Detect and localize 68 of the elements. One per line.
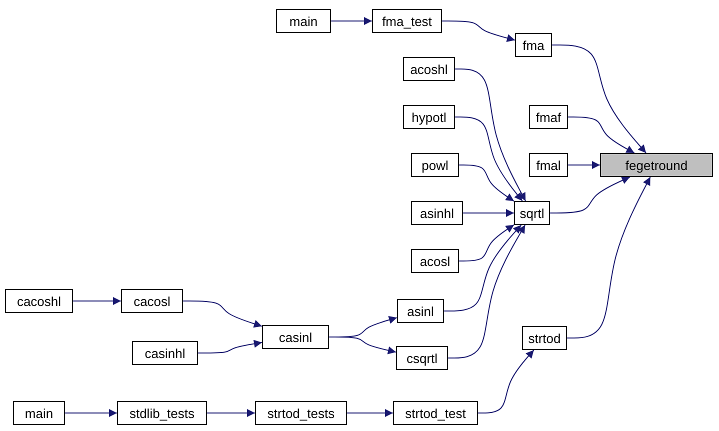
function-name: strtod_test bbox=[405, 406, 466, 420]
function-box bbox=[262, 325, 329, 349]
function-box bbox=[529, 105, 568, 129]
function-box bbox=[600, 153, 713, 177]
function-name: acosl bbox=[420, 254, 450, 268]
function-name: fmal bbox=[536, 158, 561, 172]
arrow bbox=[72, 297, 122, 305]
function-box bbox=[515, 33, 552, 57]
function-name: stdlib_tests bbox=[129, 406, 195, 420]
arrow bbox=[566, 176, 651, 338]
function-name: casinl bbox=[278, 330, 312, 344]
function-name: sqrtl bbox=[520, 206, 544, 220]
function-box bbox=[411, 153, 459, 177]
function-name: acoshl bbox=[410, 62, 448, 76]
arrow bbox=[478, 350, 534, 414]
function-name: main bbox=[24, 406, 54, 420]
function-name: hypotl bbox=[412, 110, 446, 124]
function-name: fma_test bbox=[382, 14, 432, 28]
function-name: powl bbox=[422, 158, 448, 172]
arrow bbox=[458, 224, 514, 262]
arrow bbox=[448, 224, 526, 358]
function-box bbox=[255, 401, 347, 425]
function-box bbox=[117, 401, 207, 425]
arrow bbox=[346, 409, 394, 417]
function-box bbox=[411, 249, 459, 273]
function-box bbox=[522, 326, 567, 350]
arrow bbox=[442, 20, 516, 42]
function-name: fma bbox=[522, 38, 544, 52]
arrow bbox=[552, 44, 647, 154]
function-box bbox=[372, 9, 442, 33]
arrow bbox=[64, 409, 118, 417]
function-name: casinhl bbox=[144, 346, 186, 360]
function-name: fmaf bbox=[536, 110, 562, 124]
function-name: cacoshl bbox=[16, 294, 62, 308]
function-box bbox=[121, 289, 183, 313]
arrow bbox=[462, 209, 514, 217]
function-box bbox=[132, 341, 198, 365]
function-name: asinhl bbox=[420, 206, 454, 220]
arrow bbox=[198, 340, 262, 354]
function-box bbox=[403, 105, 455, 129]
function-name: strtod_tests bbox=[267, 406, 335, 420]
arrow bbox=[454, 116, 523, 202]
function-box bbox=[397, 299, 444, 323]
function-name: strtod bbox=[528, 330, 561, 346]
function-name: csqrtl bbox=[406, 350, 438, 366]
arrow bbox=[330, 17, 372, 25]
arrow bbox=[568, 116, 635, 154]
arrow bbox=[328, 336, 396, 354]
arrow bbox=[454, 68, 526, 202]
arrow bbox=[182, 300, 262, 328]
function-name: cacosl bbox=[134, 294, 170, 308]
function-box bbox=[396, 346, 448, 370]
arrow bbox=[444, 224, 522, 312]
function-box bbox=[276, 9, 331, 33]
function-box bbox=[13, 401, 65, 425]
arrow bbox=[458, 164, 514, 202]
arrow bbox=[206, 409, 256, 417]
function-box bbox=[411, 201, 463, 225]
function-box bbox=[5, 289, 73, 313]
function-box bbox=[529, 153, 568, 177]
function-name: fegetround bbox=[625, 158, 688, 172]
function-box bbox=[514, 201, 550, 225]
function-name: asinl bbox=[407, 304, 434, 318]
arrow bbox=[568, 161, 600, 169]
function-box bbox=[403, 57, 455, 81]
function-name: main bbox=[289, 14, 318, 28]
function-box bbox=[393, 401, 478, 425]
arrow bbox=[550, 176, 630, 214]
